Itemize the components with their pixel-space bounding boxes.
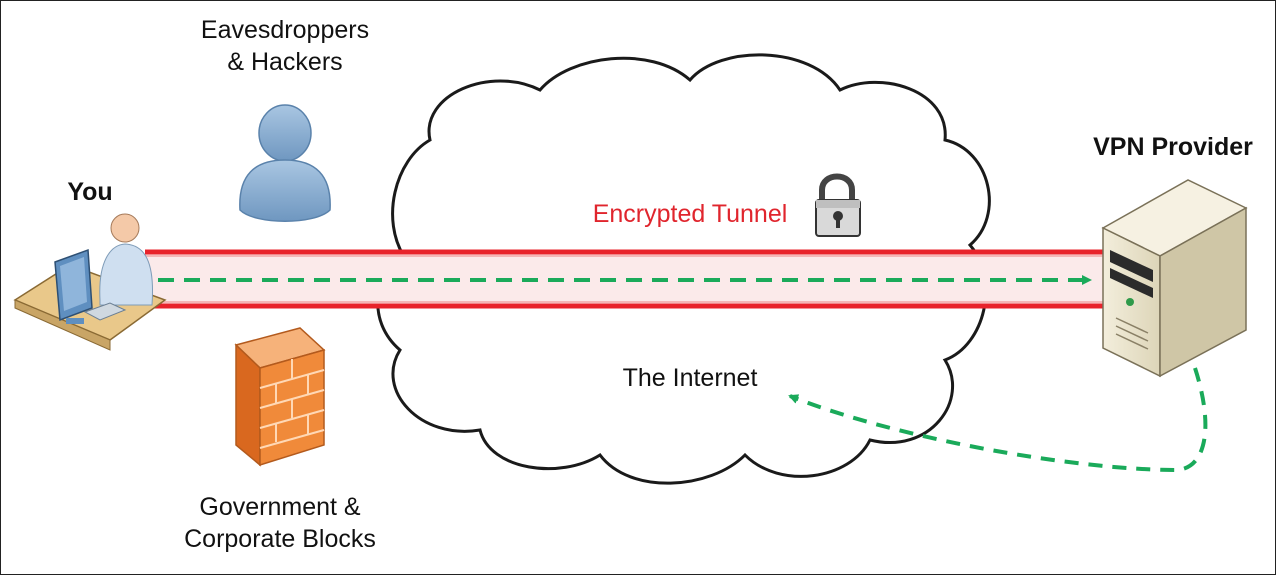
server-tower-icon	[1101, 179, 1248, 378]
you-label: You	[67, 178, 113, 206]
brick-firewall-icon	[234, 327, 326, 467]
eavesdroppers-line-2: & Hackers	[227, 48, 343, 76]
person-at-computer-icon	[13, 213, 167, 351]
eavesdroppers-line-1: Eavesdroppers	[200, 16, 370, 44]
government-line-2: Corporate Blocks	[184, 525, 376, 553]
traffic-arrow-to-internet	[788, 367, 1208, 473]
government-line-1: Government &	[199, 493, 361, 521]
government-blocks-label: Government & Corporate Blocks	[150, 491, 410, 555]
vpn-provider-label: VPN Provider	[1093, 133, 1253, 161]
person-silhouette-icon	[239, 104, 331, 222]
padlock-icon	[815, 173, 861, 237]
eavesdroppers-label: Eavesdroppers & Hackers	[170, 14, 400, 78]
encrypted-tunnel-label: Encrypted Tunnel	[592, 200, 788, 228]
the-internet-label: The Internet	[622, 364, 758, 392]
